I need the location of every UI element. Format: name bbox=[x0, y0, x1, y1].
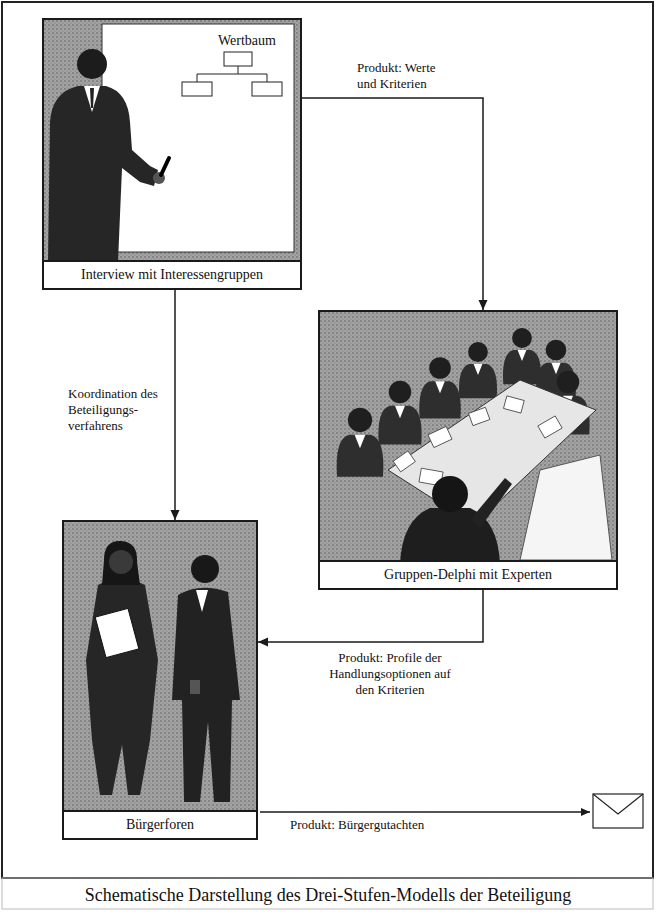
panel-title-bar: Gruppen-Delphi mit Experten bbox=[320, 560, 616, 588]
stage-panel: Interview mit Interessengruppen Wertbaum bbox=[42, 18, 302, 290]
edge-label: Koordination des Beteiligungs- verfahren… bbox=[66, 386, 172, 434]
panel-title: Gruppen-Delphi mit Experten bbox=[326, 566, 610, 583]
whiteboard: Wertbaum bbox=[102, 24, 296, 252]
connector bbox=[258, 590, 483, 647]
stage-panel: Gruppen-Delphi mit Experten bbox=[318, 310, 618, 590]
arrow-head bbox=[479, 300, 488, 310]
forum-illustration bbox=[64, 522, 256, 814]
panel-title: Bürgerforen bbox=[70, 816, 250, 833]
figure-caption: Schematische Darstellung des Drei-Stufen… bbox=[0, 884, 656, 906]
board-title: Wertbaum bbox=[218, 32, 276, 49]
panel-title-bar: Bürgerforen bbox=[64, 810, 256, 838]
arrow-head bbox=[258, 638, 268, 647]
stage-panel: Bürgerforen bbox=[62, 520, 258, 840]
connector-line bbox=[174, 290, 176, 520]
arrow-head bbox=[171, 510, 180, 520]
panel-title: Interview mit Interessengruppen bbox=[50, 266, 294, 283]
output-label: Produkt: Bürgergutachten bbox=[288, 817, 512, 833]
connector bbox=[302, 98, 488, 310]
interview-illustration bbox=[44, 20, 300, 264]
connector-line bbox=[302, 98, 483, 310]
panel-title-bar: Interview mit Interessengruppen bbox=[44, 260, 300, 288]
edge-label: Produkt: Werte und Kriterien bbox=[355, 60, 459, 92]
edge-label: Produkt: Profile der Handlungsoptionen a… bbox=[318, 650, 462, 698]
delphi-illustration bbox=[320, 312, 616, 564]
connector-line bbox=[258, 590, 483, 642]
